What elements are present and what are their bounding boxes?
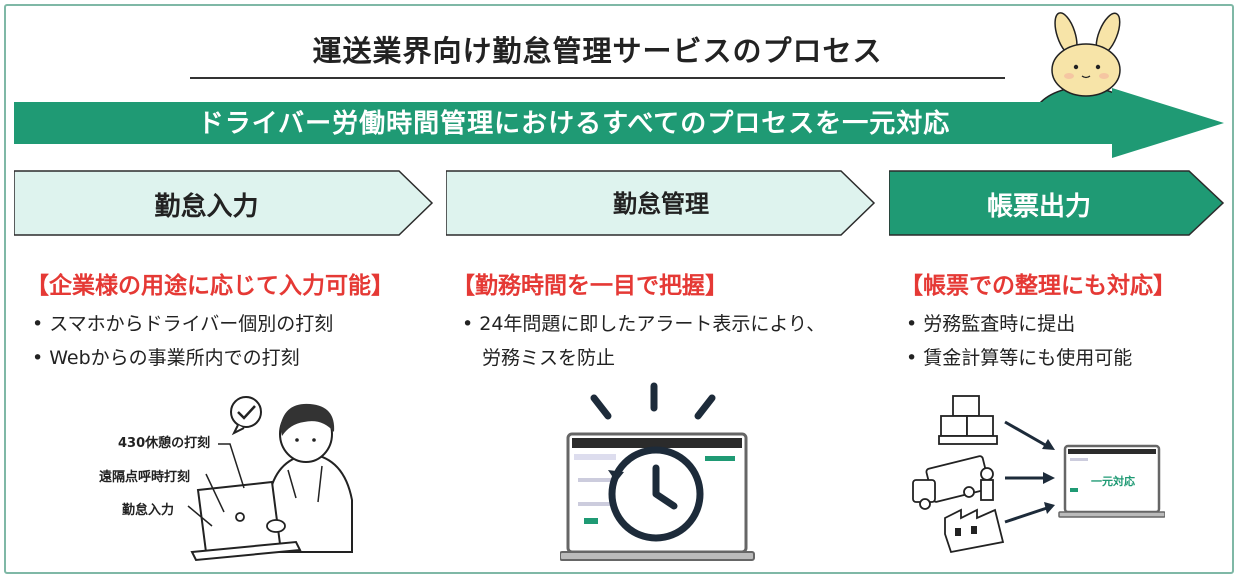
title-underline [190, 77, 1005, 79]
step-label-2: 勤怠管理 [613, 190, 709, 218]
page-title: 運送業界向け勤怠管理サービスのプロセス [312, 34, 883, 68]
banner-arrow-shape [14, 88, 1224, 158]
step-label-3: 帳票出力 [986, 192, 1091, 222]
step-chevron-2 [446, 170, 876, 236]
step1-bullet-2: • Webからの事業所内での打刻 [32, 347, 300, 369]
step2-bullet-1: • 24年問題に即したアラート表示により、 [462, 313, 826, 335]
process-banner-arrow [14, 88, 1224, 158]
step-label-1: 勤怠入力 [154, 192, 259, 222]
worker-laptop-icon [187, 396, 353, 562]
step-heading-3: 【帳票での整理にも対応】 [900, 273, 1176, 299]
laptop-clock-icon [560, 382, 755, 561]
illus-label-remote: 遠隔点呼時打刻 [99, 470, 191, 485]
data-to-laptop-icon [912, 395, 1165, 554]
process-banner-text: ドライバー労働時間管理におけるすべてのプロセスを一元対応 [197, 109, 951, 139]
step-chevron-1 [14, 170, 434, 236]
illus-label-input: 勤怠入力 [122, 503, 175, 518]
step-chevron-3 [889, 170, 1225, 236]
step2-bullet-2: 労務ミスを防止 [482, 347, 616, 369]
step3-bullet-1: • 労務監査時に提出 [906, 313, 1076, 335]
step-heading-1: 【企業様の用途に応じて入力可能】 [26, 273, 394, 299]
step-heading-2: 【勤務時間を一目で把握】 [452, 273, 728, 299]
laptop-screen-label: 一元対応 [1091, 475, 1135, 488]
illus-label-break: 430休憩の打刻 [118, 436, 211, 451]
step1-bullet-1: • スマホからドライバー個別の打刻 [32, 313, 334, 335]
step3-bullet-2: • 賃金計算等にも使用可能 [906, 347, 1133, 369]
